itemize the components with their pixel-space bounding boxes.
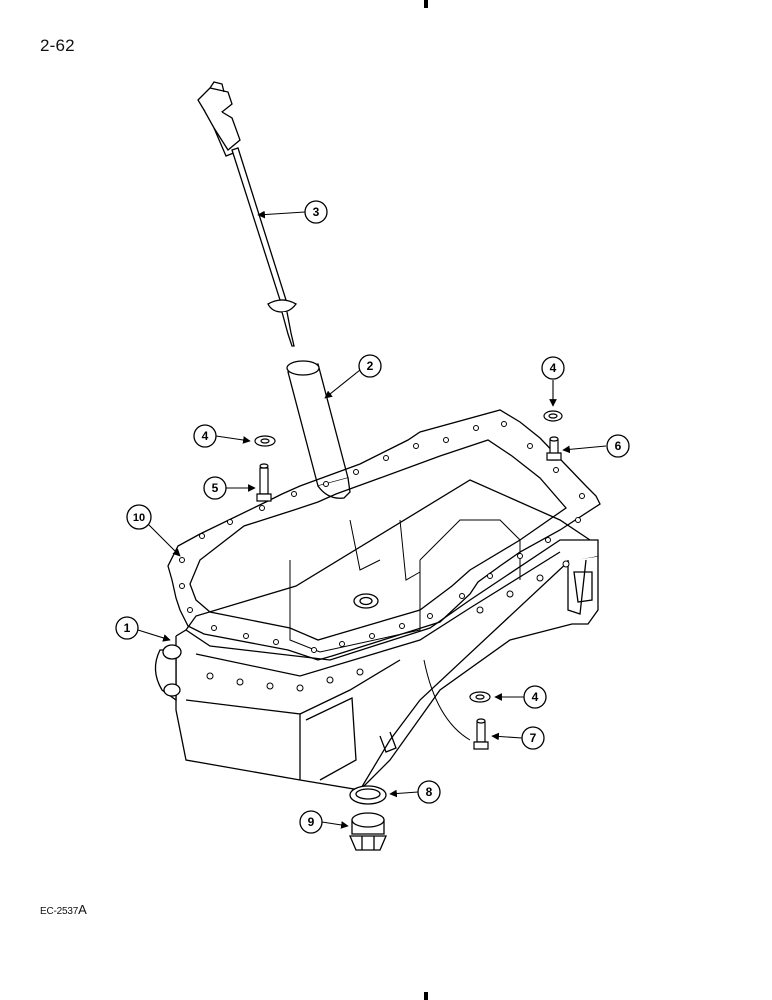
figure-reference: EC-2537A — [40, 902, 87, 917]
callout-4-upper-right: 4 — [541, 356, 565, 380]
callout-6: 6 — [606, 434, 630, 458]
callout-7-label: 7 — [530, 731, 537, 745]
callout-5-label: 5 — [212, 481, 219, 495]
bolt-7 — [473, 718, 489, 750]
figure-reference-prefix: EC-2537 — [40, 906, 79, 917]
bolt-6 — [546, 436, 562, 461]
callout-3-label: 3 — [313, 205, 320, 219]
callout-4-lower-label: 4 — [532, 690, 539, 704]
callout-9-label: 9 — [308, 815, 315, 829]
gasket — [167, 409, 601, 661]
washer-lower — [469, 691, 491, 703]
callout-9: 9 — [299, 810, 323, 834]
bolt-5 — [256, 463, 272, 502]
callout-6-label: 6 — [615, 439, 622, 453]
callout-10-label: 10 — [133, 512, 145, 524]
callout-1: 1 — [115, 616, 139, 640]
callout-4-upper-right-label: 4 — [550, 361, 557, 375]
drain-plug — [349, 812, 387, 851]
dipstick — [197, 81, 297, 347]
washer-upper-right — [543, 410, 563, 422]
figure-reference-suffix: A — [78, 902, 87, 917]
page-number: 2-62 — [40, 36, 75, 55]
callout-4-upper-left: 4 — [193, 424, 217, 448]
oil-pan — [154, 479, 599, 791]
callout-2-label: 2 — [367, 359, 374, 373]
callout-4-lower: 4 — [523, 685, 547, 709]
callout-3: 3 — [304, 200, 328, 224]
callout-5: 5 — [203, 476, 227, 500]
callout-2: 2 — [358, 354, 382, 378]
sealing-washer — [349, 785, 387, 805]
callout-8: 8 — [417, 780, 441, 804]
washer-upper-left — [254, 435, 276, 447]
callout-1-label: 1 — [124, 621, 131, 635]
callout-7: 7 — [521, 726, 545, 750]
callout-4-upper-left-label: 4 — [202, 429, 209, 443]
bottom-crop-mark — [424, 992, 428, 1000]
leader-lines — [137, 210, 607, 829]
callout-10: 10 — [126, 504, 152, 530]
dipstick-tube — [286, 360, 351, 499]
callout-8-label: 8 — [426, 785, 433, 799]
top-crop-mark — [424, 0, 428, 8]
